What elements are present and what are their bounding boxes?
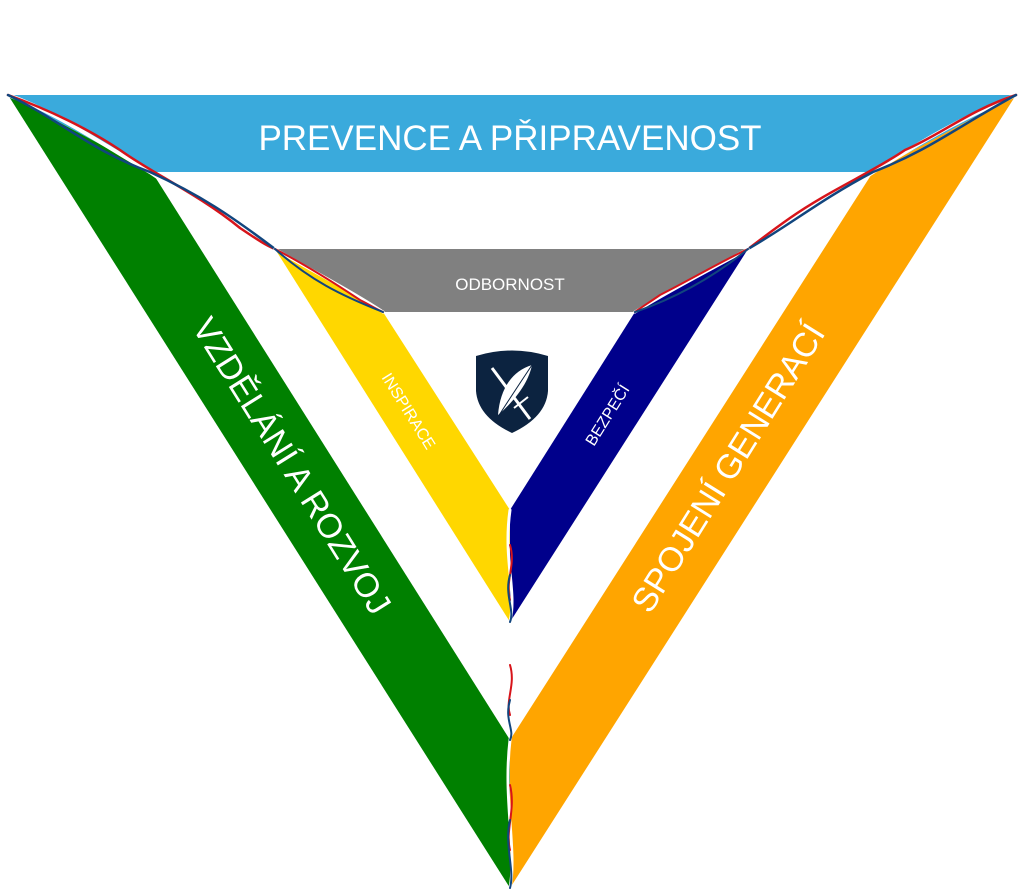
label-top-inner: ODBORNOST — [455, 275, 565, 294]
shield-quill-sword-icon — [476, 350, 548, 433]
ribbon-inner-left — [273, 247, 385, 314]
ribbon-top-left — [6, 93, 277, 251]
ribbon-bottom — [506, 508, 514, 890]
ribbon-top-right — [746, 93, 1018, 251]
ribbons — [6, 93, 1018, 890]
band-right-outer — [510, 95, 1016, 888]
band-right-inner — [510, 249, 748, 622]
band-left-outer — [8, 95, 510, 888]
band-top-outer — [8, 95, 1016, 172]
label-top-outer: PREVENCE A PŘIPRAVENOST — [258, 119, 761, 158]
band-left-inner — [275, 249, 510, 622]
ribbon-inner-right — [633, 247, 750, 314]
band-top-inner — [275, 249, 748, 312]
